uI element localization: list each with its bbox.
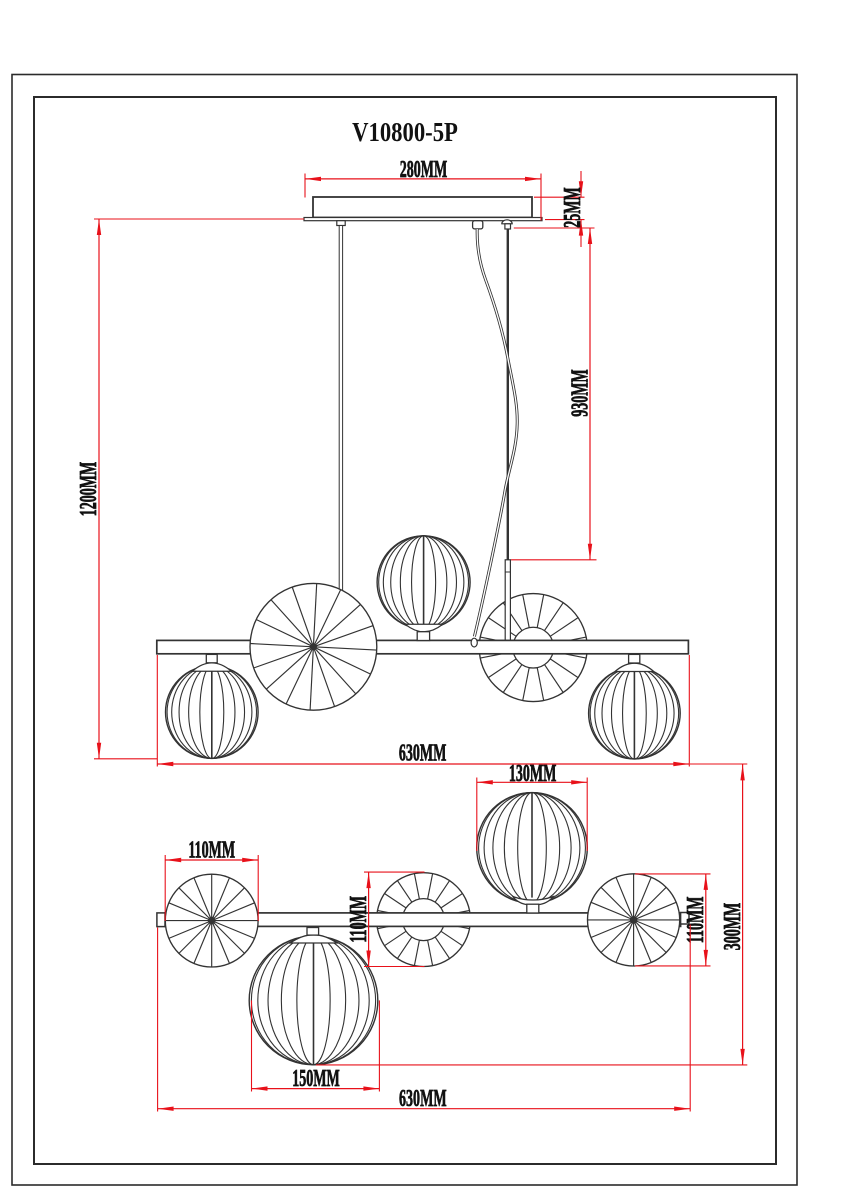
- svg-text:150MM: 150MM: [292, 1065, 340, 1092]
- svg-text:630MM: 630MM: [399, 1085, 447, 1112]
- svg-text:130MM: 130MM: [509, 760, 557, 787]
- svg-text:110MM: 110MM: [682, 897, 709, 944]
- svg-text:110MM: 110MM: [345, 896, 372, 943]
- svg-text:V10800-5P: V10800-5P: [352, 118, 458, 147]
- svg-text:630MM: 630MM: [399, 740, 447, 767]
- svg-text:930MM: 930MM: [567, 369, 594, 417]
- svg-text:1200MM: 1200MM: [75, 462, 102, 517]
- svg-text:300MM: 300MM: [719, 903, 746, 951]
- svg-text:25MM: 25MM: [559, 187, 586, 228]
- svg-text:280MM: 280MM: [400, 156, 448, 183]
- svg-text:110MM: 110MM: [188, 837, 235, 864]
